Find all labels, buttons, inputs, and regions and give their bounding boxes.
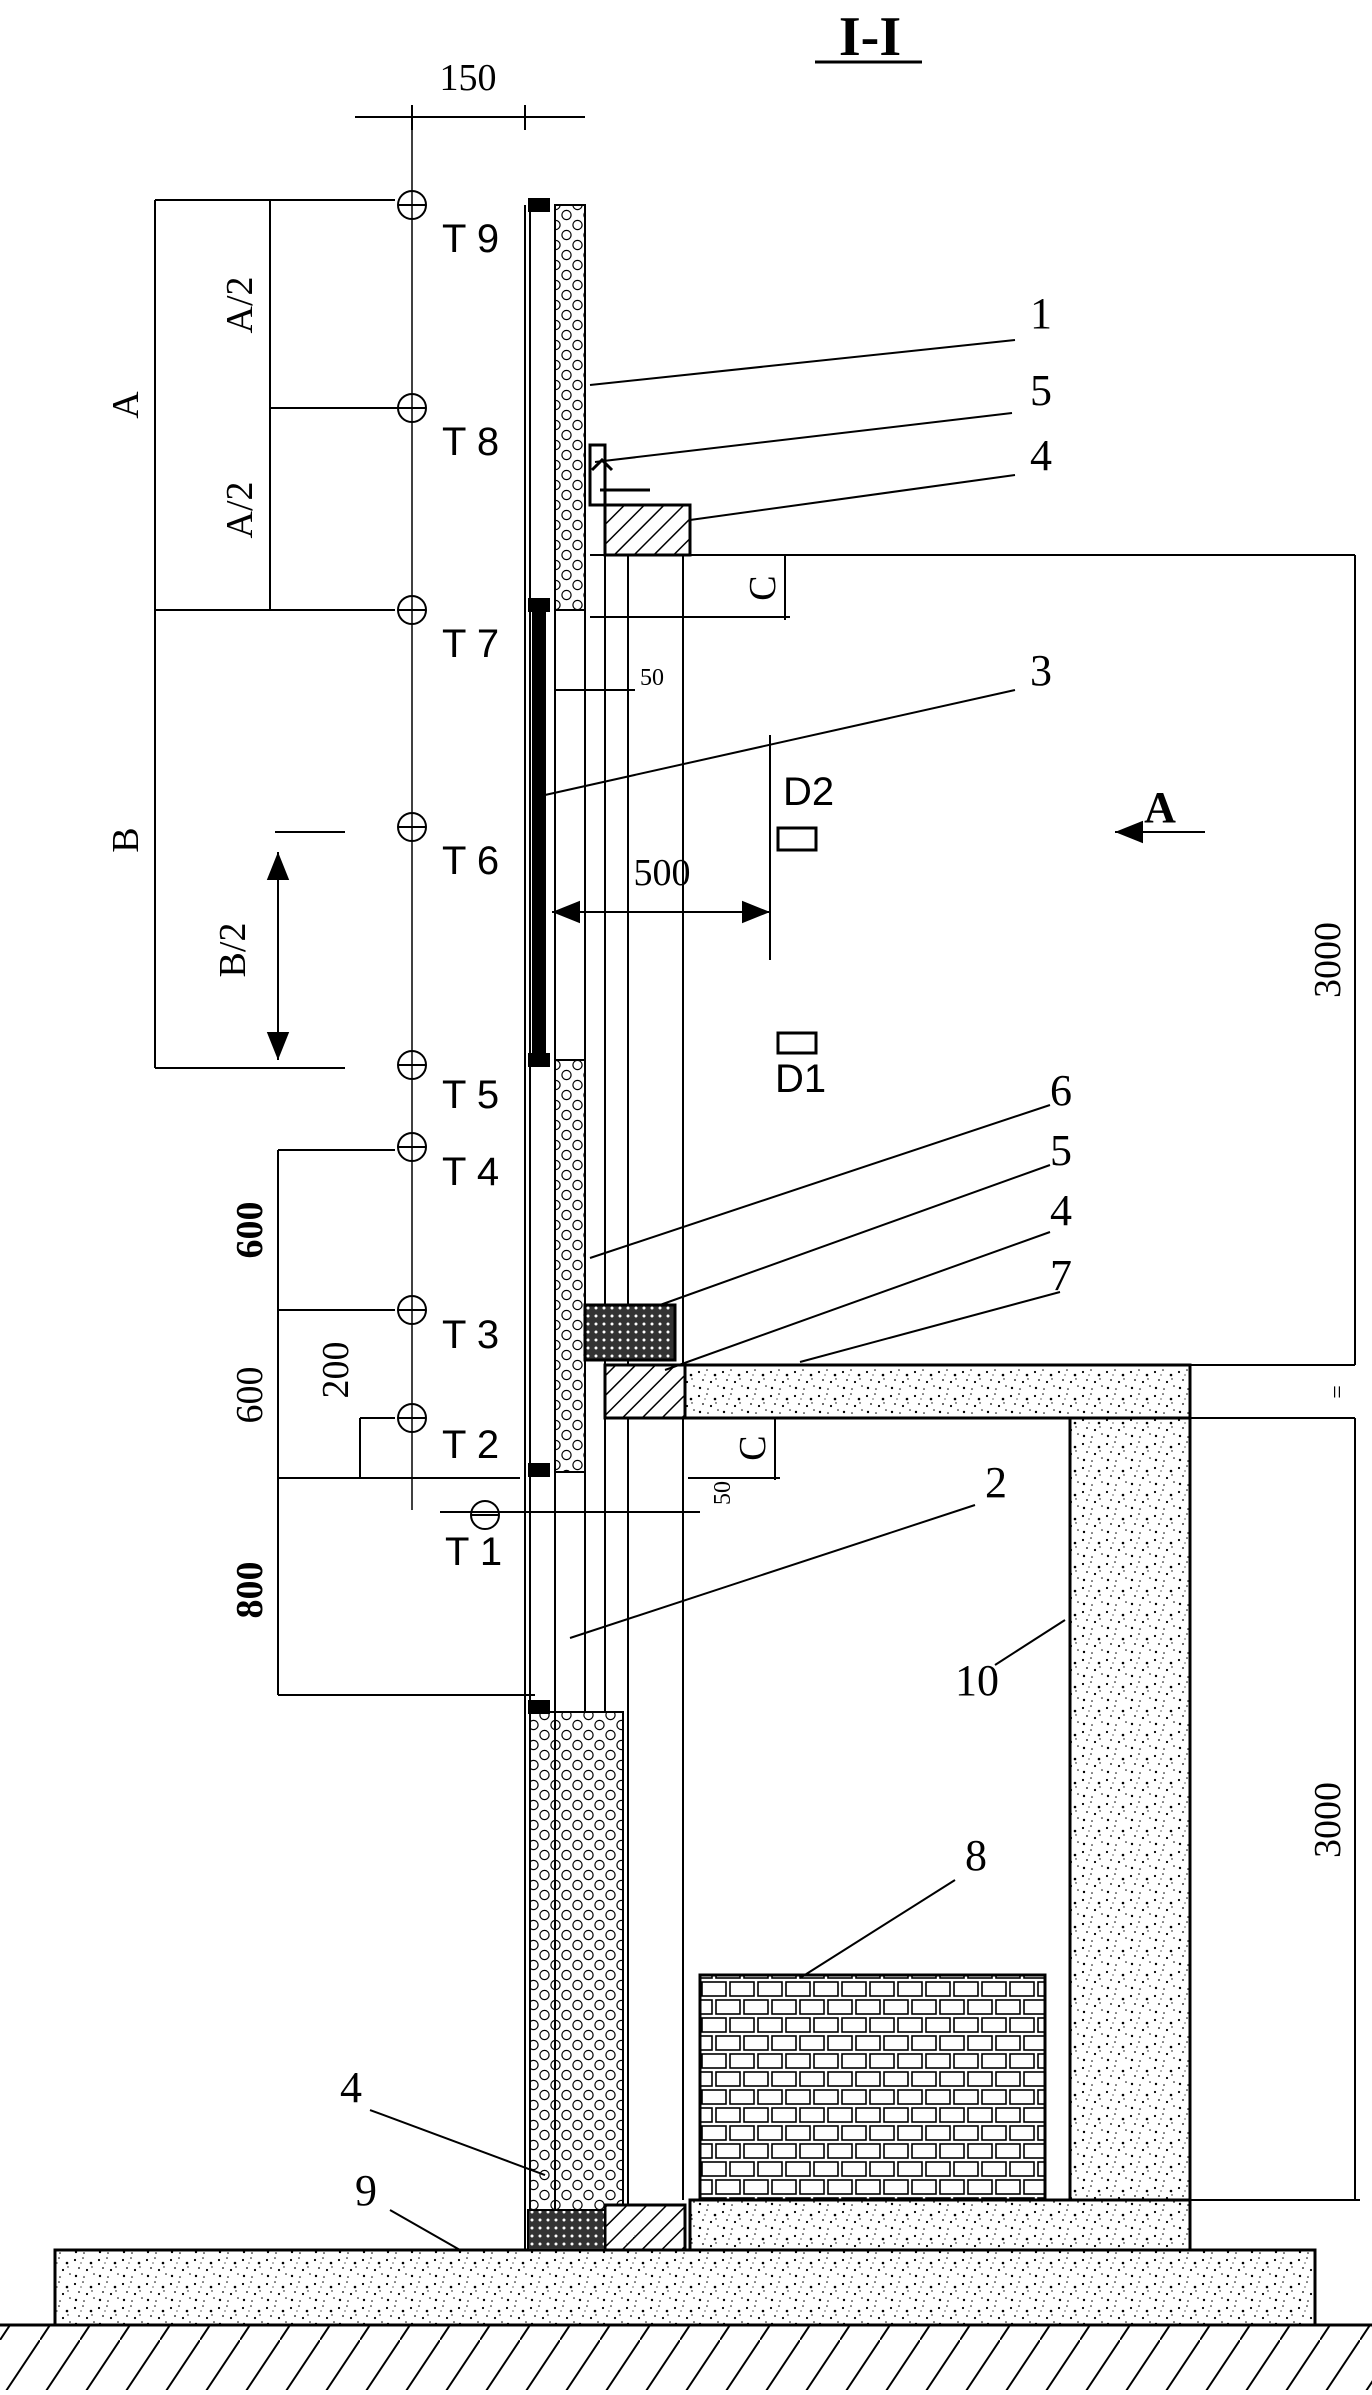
svg-text:9: 9 (355, 2166, 377, 2215)
svg-text:6: 6 (1050, 1066, 1072, 1115)
svg-text:10: 10 (955, 1656, 999, 1705)
ground (0, 2323, 1372, 2390)
insulation-lower (554, 1711, 624, 2213)
point-t2: T 2 (397, 1403, 499, 1467)
svg-text:600: 600 (229, 1202, 271, 1259)
svg-text:A: A (1144, 783, 1176, 832)
svg-text:T 8: T 8 (442, 420, 499, 464)
svg-text:T 4: T 4 (442, 1150, 499, 1194)
dim-c-upper: C (590, 555, 790, 620)
svg-text:3: 3 (1030, 646, 1052, 695)
svg-text:600: 600 (229, 1367, 271, 1424)
svg-text:T 7: T 7 (442, 622, 499, 666)
concrete-column (1068, 1416, 1192, 2202)
svg-text:3000: 3000 (1307, 1782, 1349, 1858)
dim-a-b: A A/2 A/2 B B/2 (105, 199, 400, 1069)
dim-lower-left: 600 600 200 800 (229, 1149, 535, 1696)
svg-text:B: B (105, 827, 147, 852)
svg-text:B/2: B/2 (212, 923, 254, 978)
fire-barrier-upper (588, 443, 607, 507)
facade-system (524, 198, 1356, 2252)
svg-text:200: 200 (315, 1342, 357, 1399)
view-arrow-a: A (1115, 783, 1205, 844)
base-fill (527, 2209, 606, 2251)
svg-text:2: 2 (985, 1458, 1007, 1507)
svg-text:4: 4 (340, 2063, 362, 2112)
svg-text:T 9: T 9 (442, 217, 499, 261)
dim-50-lower: 50 (440, 1481, 736, 1513)
upper-floor-slab (681, 1363, 1192, 1420)
point-t3: T 3 (397, 1295, 499, 1357)
brick-stack (698, 1973, 1047, 2202)
sensor-d2: D2 (776, 770, 834, 852)
section-title: I-I (815, 6, 922, 68)
point-t6: T 6 (397, 812, 499, 883)
svg-text:=: = (1325, 1385, 1351, 1399)
svg-text:A/2: A/2 (219, 482, 261, 539)
svg-text:3000: 3000 (1307, 922, 1349, 998)
svg-text:T 2: T 2 (442, 1423, 499, 1467)
svg-text:D2: D2 (783, 770, 834, 814)
svg-text:A: A (105, 391, 147, 419)
svg-text:500: 500 (634, 852, 691, 894)
svg-text:5: 5 (1050, 1126, 1072, 1175)
svg-text:T 3: T 3 (442, 1313, 499, 1357)
insulation-middle (554, 1059, 586, 1473)
point-t7: T 7 (397, 595, 499, 666)
bracket-bottom (603, 2203, 687, 2252)
point-t5: T 5 (397, 1050, 499, 1117)
dim-50-upper: 50 (555, 665, 664, 691)
dim-3000: 3000 3000 = (1190, 922, 1360, 2201)
bracket-middle (603, 1363, 687, 1420)
svg-text:T 6: T 6 (442, 839, 499, 883)
dim-150: 150 (355, 57, 585, 130)
svg-text:8: 8 (965, 1831, 987, 1880)
point-t9: T 9 (397, 190, 499, 261)
svg-text:50: 50 (710, 1481, 736, 1505)
callouts (369, 339, 1066, 2251)
sensor-d1: D1 (775, 1031, 826, 1101)
svg-text:C: C (742, 575, 784, 600)
measurement-points: T 9 T 8 T 7 T 6 T 5 T 4 T 3 T 2 T 1 (397, 190, 502, 1574)
window-frame (532, 605, 546, 1060)
svg-text:1: 1 (1030, 289, 1052, 338)
svg-text:A/2: A/2 (219, 277, 261, 334)
point-t8: T 8 (397, 393, 499, 464)
svg-text:4: 4 (1030, 431, 1052, 480)
callout-labels: 1 5 4 3 6 5 4 7 2 10 8 4 9 (340, 289, 1072, 2215)
point-t1: T 1 (445, 1500, 502, 1574)
dim-c-lower: C (688, 1418, 780, 1480)
svg-text:800: 800 (229, 1562, 271, 1619)
foundation-slab (53, 2248, 1317, 2327)
svg-text:T 5: T 5 (442, 1073, 499, 1117)
dim-500: 500 (552, 735, 771, 960)
svg-text:4: 4 (1050, 1186, 1072, 1235)
point-t4: T 4 (397, 1132, 499, 1194)
svg-text:5: 5 (1030, 366, 1052, 415)
svg-text:50: 50 (640, 665, 664, 691)
ground-floor-slab (688, 2198, 1192, 2252)
bracket-upper (603, 503, 692, 557)
dim-150-text: 150 (440, 57, 497, 99)
svg-text:7: 7 (1050, 1251, 1072, 1300)
svg-text:D1: D1 (775, 1057, 826, 1101)
insulation-upper (554, 204, 586, 611)
svg-text:T 1: T 1 (445, 1530, 502, 1574)
fire-barrier-lower (583, 1303, 677, 1362)
title-text: I-I (839, 6, 901, 68)
svg-text:C: C (732, 1435, 774, 1460)
